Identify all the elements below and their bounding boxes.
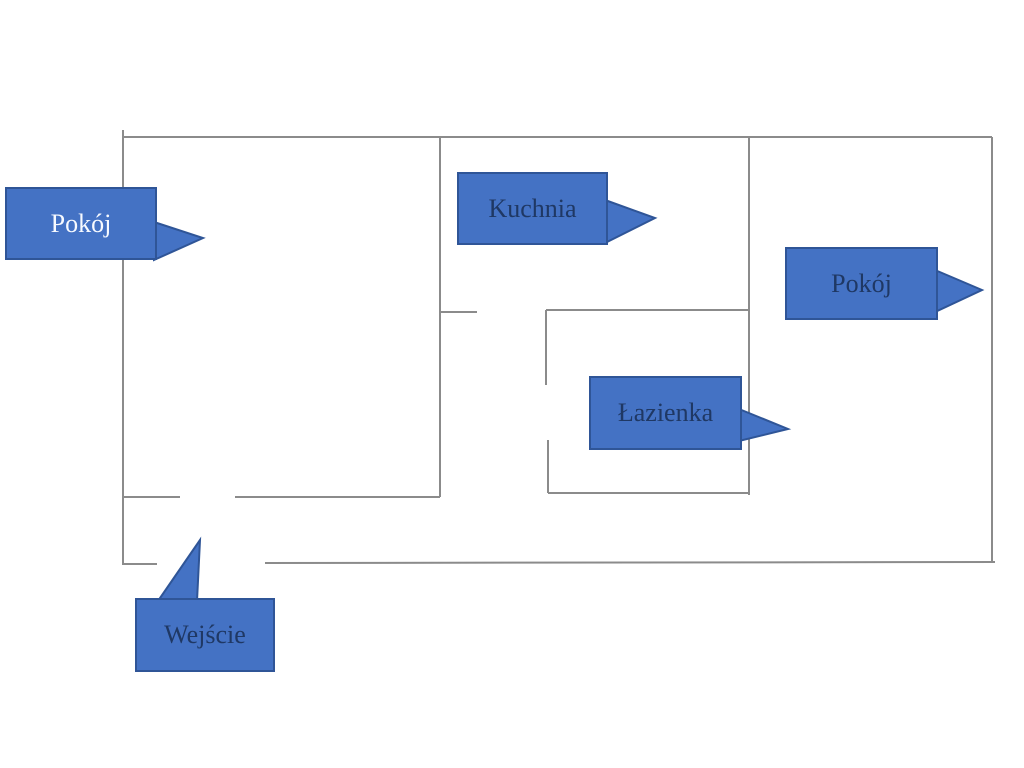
callout-pointer-entrance xyxy=(156,536,202,602)
wall-bottom-right xyxy=(264,561,996,564)
callout-room-left-label: Pokój xyxy=(50,208,112,238)
callout-room-right: Pokój xyxy=(785,247,938,320)
callout-entrance-label: Wejście xyxy=(164,620,246,649)
callout-pointer-room-right xyxy=(934,268,985,314)
callout-room-left: Pokój xyxy=(5,187,157,260)
callout-bathroom: Łazienka xyxy=(589,376,742,450)
callout-kitchen: Kuchnia xyxy=(457,172,608,245)
callout-pointer-bathroom xyxy=(738,407,792,443)
callout-pointer-kitchen xyxy=(604,198,658,245)
callout-kitchen-label: Kuchnia xyxy=(488,193,577,223)
callout-pointer-room-left xyxy=(153,220,206,262)
callout-bathroom-label: Łazienka xyxy=(617,398,714,427)
callout-entrance: Wejście xyxy=(135,598,275,672)
callout-room-right-label: Pokój xyxy=(831,268,892,298)
